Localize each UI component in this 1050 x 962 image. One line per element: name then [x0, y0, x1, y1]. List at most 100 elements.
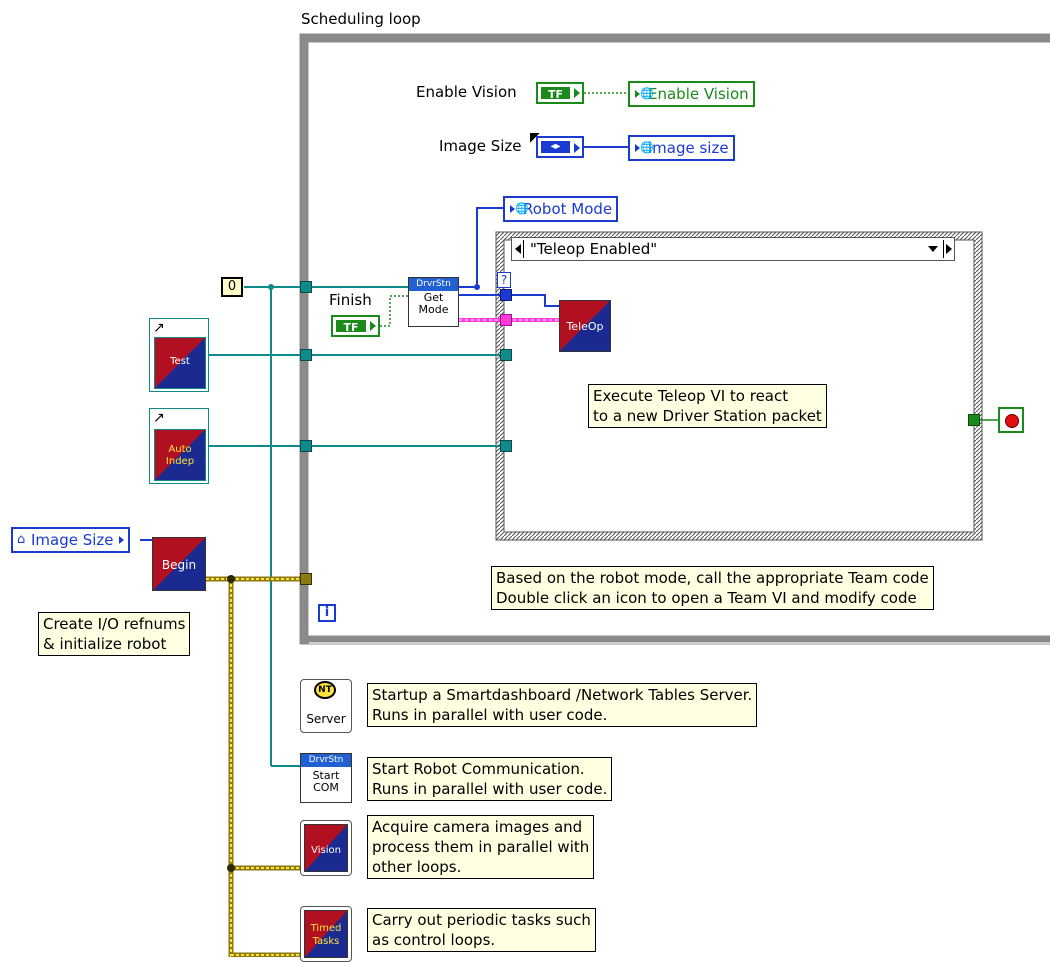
start-com-header: DrvrStn — [301, 754, 351, 767]
teleop-vi[interactable]: TeleOp — [559, 300, 611, 352]
case-tunnel-test[interactable] — [500, 349, 512, 361]
loop-stop-terminal[interactable] — [998, 407, 1024, 433]
image-size-label: Image Size — [439, 137, 522, 155]
triangle-icon — [635, 144, 640, 152]
decrement-arrow-icon[interactable] — [515, 244, 521, 254]
get-mode-vi[interactable]: DrvrStn Get Mode — [408, 277, 459, 327]
loop-tunnel-begin-cluster[interactable] — [300, 573, 312, 585]
comment-line: Double click an icon to open a Team VI a… — [496, 589, 917, 607]
globe-icon: 🌐 — [640, 141, 654, 154]
image-size-control[interactable]: ◂▸ — [536, 136, 584, 158]
comment-server[interactable]: Startup a Smartdashboard /Network Tables… — [367, 683, 758, 727]
image-size-global[interactable]: 🌐 image size — [628, 135, 735, 161]
nt-server-vi[interactable]: NT Server — [300, 679, 352, 733]
robot-mode-global[interactable]: 🌐 Robot Mode — [503, 196, 619, 222]
comment-robot-mode[interactable]: Based on the robot mode, call the approp… — [491, 566, 934, 610]
timed-tasks-vi[interactable]: Timed Tasks — [304, 910, 348, 958]
timed-tasks-vi-frame[interactable]: Timed Tasks — [300, 906, 352, 962]
auto-vi-line2: Indep — [165, 456, 195, 467]
case-tunnel-string[interactable] — [500, 314, 512, 326]
get-mode-header: DrvrStn — [409, 278, 458, 291]
globe-icon: 🌐 — [640, 87, 654, 100]
finish-control[interactable]: TF — [331, 315, 380, 337]
enable-vision-label: Enable Vision — [416, 83, 517, 101]
test-vi[interactable]: Test — [154, 337, 206, 389]
case-selector[interactable]: "Teleop Enabled" — [511, 237, 955, 261]
comment-line: to a new Driver Station packet — [593, 407, 822, 425]
loop-tunnel-test[interactable] — [300, 349, 312, 361]
shortcut-arrow-icon: ↗ — [153, 410, 165, 426]
get-mode-line2: Mode — [418, 303, 449, 316]
comment-line: Acquire camera images and — [372, 818, 583, 836]
house-icon: ⌂ — [17, 532, 26, 547]
image-size-local[interactable]: ⌂ Image Size — [11, 527, 130, 553]
enable-vision-global-label: Enable Vision — [648, 85, 749, 103]
image-size-global-label: image size — [648, 139, 729, 157]
right-arrow-icon — [118, 536, 124, 544]
comment-line: Carry out periodic tasks such — [372, 911, 591, 929]
start-com-vi[interactable]: DrvrStn Start COM — [300, 753, 352, 803]
increment-arrow-icon[interactable] — [946, 244, 952, 254]
robot-mode-global-label: Robot Mode — [523, 200, 613, 218]
test-vi-reference[interactable]: ↗ Test — [149, 318, 209, 392]
dropdown-arrow-icon[interactable] — [928, 246, 938, 252]
test-vi-text: Test — [170, 356, 190, 367]
timed-tasks-line1: Timed — [310, 923, 342, 934]
begin-vi[interactable]: Begin — [152, 537, 206, 591]
comment-teleop[interactable]: Execute Teleop VI to react to a new Driv… — [588, 384, 827, 428]
triangle-icon — [635, 90, 640, 98]
case-selector-value: "Teleop Enabled" — [530, 240, 658, 258]
comment-create-io[interactable]: Create I/O refnums & initialize robot — [38, 612, 191, 656]
comment-vision[interactable]: Acquire camera images and process them i… — [367, 815, 595, 879]
scheduling-loop-frame[interactable] — [299, 33, 1050, 645]
case-structure-frame[interactable] — [496, 232, 982, 540]
comment-line: Based on the robot mode, call the approp… — [496, 569, 929, 587]
comment-line: Execute Teleop VI to react — [593, 387, 789, 405]
triangle-icon — [510, 205, 515, 213]
case-output-tunnel[interactable] — [968, 414, 980, 426]
numeric-constant[interactable]: 0 — [221, 277, 243, 297]
case-tunnel-auto[interactable] — [500, 440, 512, 452]
auto-indep-vi[interactable]: Auto Indep — [154, 429, 206, 481]
start-com-line2: COM — [313, 781, 339, 794]
stop-icon — [1005, 414, 1019, 428]
right-arrow-icon — [574, 143, 580, 153]
shortcut-arrow-icon: ↗ — [153, 320, 165, 336]
comment-line: Startup a Smartdashboard /Network Tables… — [372, 686, 753, 704]
get-mode-line1: Get — [423, 291, 444, 304]
loop-tunnel-auto[interactable] — [300, 440, 312, 452]
enable-vision-control[interactable]: TF — [536, 82, 584, 104]
comment-line: as control loops. — [372, 931, 496, 949]
enum-corner-icon — [530, 133, 540, 143]
nt-badge: NT — [314, 681, 336, 699]
enable-vision-global[interactable]: 🌐 Enable Vision — [628, 81, 755, 107]
auto-vi-line1: Auto — [168, 444, 192, 455]
vision-vi[interactable]: Vision — [304, 824, 348, 872]
scheduling-loop-label: Scheduling loop — [301, 10, 421, 28]
comment-line: Start Robot Communication. — [372, 760, 585, 778]
auto-indep-vi-reference[interactable]: ↗ Auto Indep — [149, 408, 209, 484]
vision-vi-text: Vision — [311, 845, 341, 856]
iteration-terminal[interactable]: i — [318, 604, 336, 622]
loop-tunnel-constant[interactable] — [300, 281, 312, 293]
right-arrow-icon — [574, 88, 580, 98]
comment-timed-tasks[interactable]: Carry out periodic tasks such as control… — [367, 908, 596, 952]
case-tunnel-mode[interactable] — [500, 289, 512, 301]
case-selector-terminal[interactable]: ? — [497, 272, 511, 288]
right-arrow-icon — [370, 321, 376, 331]
vision-vi-frame[interactable]: Vision — [300, 820, 352, 876]
globe-icon: 🌐 — [515, 202, 529, 215]
timed-tasks-line2: Tasks — [312, 936, 340, 947]
comment-line: Runs in parallel with user code. — [372, 706, 608, 724]
comment-line: Runs in parallel with user code. — [372, 780, 608, 798]
finish-control-text: TF — [336, 320, 366, 334]
start-com-line1: Start — [312, 769, 340, 782]
finish-label: Finish — [329, 291, 372, 309]
comment-line: process them in parallel with — [372, 838, 590, 856]
image-size-local-label: Image Size — [31, 531, 114, 549]
nt-server-text: Server — [306, 712, 346, 726]
comment-line: Create I/O refnums — [43, 615, 186, 633]
comment-start-com[interactable]: Start Robot Communication. Runs in paral… — [367, 757, 613, 801]
enable-vision-control-text: TF — [541, 87, 570, 101]
